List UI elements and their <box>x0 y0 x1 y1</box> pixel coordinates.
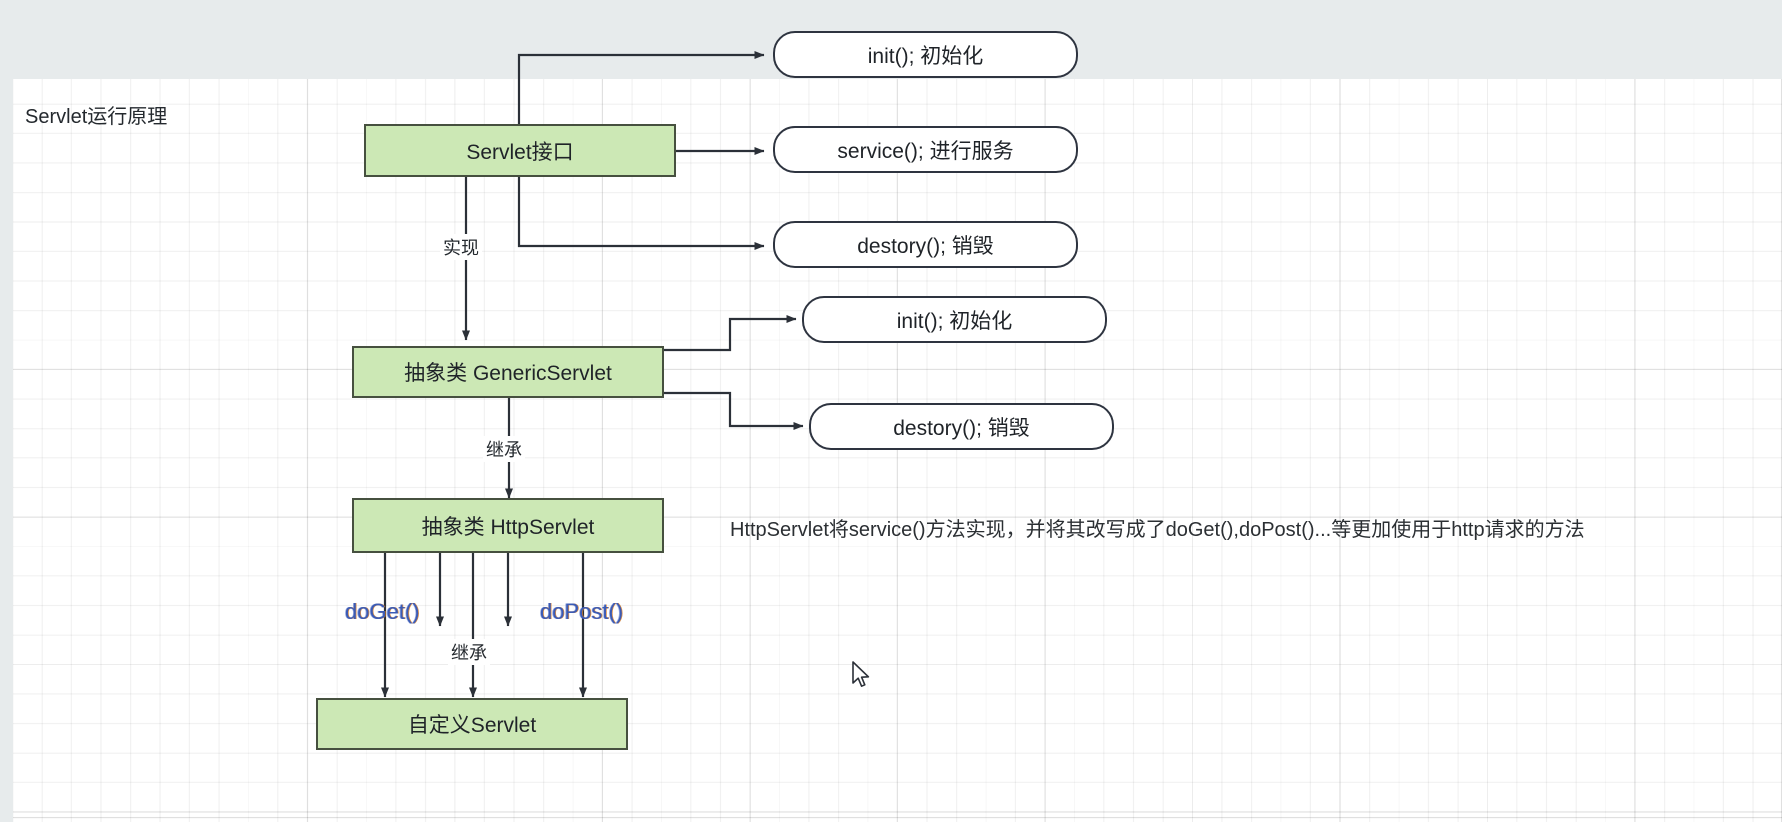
node-method-init-generic[interactable]: init(); 初始化 <box>802 296 1107 343</box>
node-method-init-interface-label: init(); 初始化 <box>867 44 984 68</box>
node-generic-servlet[interactable]: 抽象类 GenericServlet <box>352 346 664 398</box>
edge-generic-to-init <box>664 315 797 352</box>
node-generic-servlet-label: 抽象类 GenericServlet <box>404 362 612 385</box>
edge-interface-to-init <box>517 51 765 125</box>
node-servlet-interface-label: Servlet接口 <box>466 140 574 164</box>
node-method-init-interface[interactable]: init(); 初始化 <box>773 31 1078 78</box>
node-method-init-generic-label: init(); 初始化 <box>896 309 1013 333</box>
node-method-destroy-interface[interactable]: destory(); 销毁 <box>773 221 1078 268</box>
node-method-destroy-generic[interactable]: destory(); 销毁 <box>809 403 1114 450</box>
left-background-gutter <box>0 0 13 822</box>
edge-label-implements: 实现 <box>440 234 482 260</box>
edge-interface-to-destroy <box>517 177 765 250</box>
node-method-destroy-interface-label: destory(); 销毁 <box>857 234 994 258</box>
page-title: Servlet运行原理 <box>25 106 168 128</box>
node-http-servlet-label: 抽象类 HttpServlet <box>421 515 595 539</box>
node-custom-servlet[interactable]: 自定义Servlet <box>316 698 628 750</box>
edge-label-extends-http: 继承 <box>448 639 490 665</box>
node-http-servlet[interactable]: 抽象类 HttpServlet <box>352 498 664 553</box>
node-servlet-interface[interactable]: Servlet接口 <box>364 124 676 177</box>
edge-label-extends-generic: 继承 <box>483 436 525 462</box>
node-method-service-interface[interactable]: service(); 进行服务 <box>773 126 1078 173</box>
annotation-httpservlet: HttpServlet将service()方法实现，并将其改写成了doGet()… <box>730 519 1585 541</box>
node-method-destroy-generic-label: destory(); 销毁 <box>893 416 1030 440</box>
node-custom-servlet-label: 自定义Servlet <box>407 714 537 737</box>
edge-label-doget: doGet() <box>345 599 420 624</box>
diagram-canvas[interactable] <box>13 79 1782 822</box>
node-method-service-interface-label: service(); 进行服务 <box>837 139 1014 163</box>
edge-label-dopost: doPost() <box>540 599 624 624</box>
edge-generic-to-destroy <box>664 391 804 430</box>
